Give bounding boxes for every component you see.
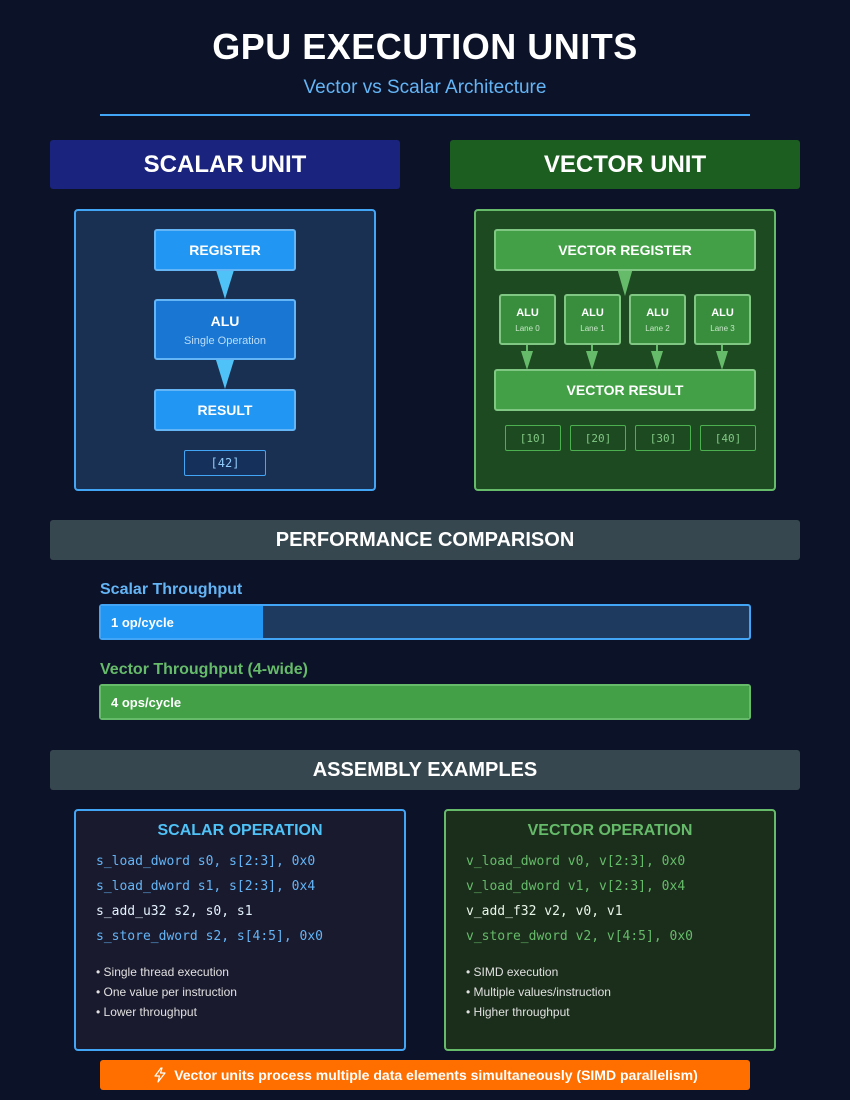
- vector-throughput-label: Vector Throughput (4-wide): [100, 661, 308, 678]
- code-line: v_add_f32 v2, v0, v1: [466, 904, 623, 919]
- page-subtitle: Vector vs Scalar Architecture: [303, 77, 547, 98]
- code-line: s_load_dword s1, s[2:3], 0x4: [96, 879, 316, 894]
- performance-section-header: PERFORMANCE COMPARISON: [50, 520, 800, 560]
- vector-result-label: VECTOR RESULT: [566, 382, 684, 398]
- lane-label: ALU: [516, 306, 539, 319]
- banner-text: Vector units process multiple data eleme…: [174, 1067, 698, 1083]
- vector-arrows: [521, 268, 728, 370]
- arrow-lane-0: [521, 351, 533, 370]
- alu-lane-2: ALU Lane 2: [629, 294, 686, 345]
- code-line: s_store_dword s2, s[4:5], 0x0: [96, 929, 323, 944]
- arrow-stem-lane-0: [526, 344, 528, 354]
- scalar-throughput-bar: 1 op/cycle: [99, 604, 751, 640]
- vector-value-3: [40]: [700, 425, 756, 451]
- scalar-value: [42]: [184, 450, 266, 476]
- lane-sublabel: Lane 2: [645, 323, 670, 333]
- code-line: v_load_dword v0, v[2:3], 0x0: [466, 854, 686, 869]
- vector-throughput-bar: 4 ops/cycle: [99, 684, 751, 720]
- vector-register-label: VECTOR REGISTER: [558, 242, 692, 258]
- arrow-stem-lane-1: [591, 344, 593, 354]
- assembly-section-header: ASSEMBLY EXAMPLES: [50, 750, 800, 790]
- bullet-item: • SIMD execution: [466, 965, 559, 979]
- vector-value-1: [20]: [570, 425, 626, 451]
- vector-register-box: VECTOR REGISTER: [494, 229, 756, 271]
- alu-lane-0: ALU Lane 0: [499, 294, 556, 345]
- scalar-throughput-fill: 1 op/cycle: [101, 606, 263, 638]
- lane-label: ALU: [581, 306, 604, 319]
- arrow-alu-to-result: [216, 360, 234, 389]
- alu-lane-1: ALU Lane 1: [564, 294, 621, 345]
- code-line: s_load_dword s0, s[2:3], 0x0: [96, 854, 316, 869]
- vector-value-0: [10]: [505, 425, 561, 451]
- vector-throughput-fill: 4 ops/cycle: [101, 686, 749, 718]
- scalar-code-title: SCALAR OPERATION: [157, 822, 323, 839]
- page-title: GPU EXECUTION UNITS: [212, 26, 638, 67]
- bullet-item: • Multiple values/instruction: [466, 985, 611, 999]
- scalar-unit-header: SCALAR UNIT: [50, 140, 400, 189]
- scalar-result-box: RESULT: [154, 389, 296, 431]
- arrow-lane-2: [651, 351, 663, 370]
- arrow-stem-lane-3: [721, 344, 723, 354]
- scalar-arrows: [216, 269, 234, 389]
- lane-sublabel: Lane 1: [580, 323, 605, 333]
- lane-label: ALU: [646, 306, 669, 319]
- code-line: v_load_dword v1, v[2:3], 0x4: [466, 879, 686, 894]
- code-line: v_store_dword v2, v[4:5], 0x0: [466, 929, 693, 944]
- vector-code-title: VECTOR OPERATION: [527, 822, 693, 839]
- vector-code-panel: VECTOR OPERATION v_load_dword v0, v[2:3]…: [444, 809, 776, 1051]
- arrow-stem-lane-2: [656, 344, 658, 354]
- scalar-code-panel: SCALAR OPERATION s_load_dword s0, s[2:3]…: [74, 809, 406, 1051]
- bullet-item: • Single thread execution: [96, 965, 229, 979]
- alu-lane-3: ALU Lane 3: [694, 294, 751, 345]
- scalar-result-label: RESULT: [197, 402, 253, 418]
- scalar-alu-sublabel: Single Operation: [184, 334, 266, 347]
- scalar-alu-label: ALU: [210, 312, 240, 329]
- simd-banner: Vector units process multiple data eleme…: [100, 1060, 750, 1090]
- bullet-item: • Lower throughput: [96, 1005, 197, 1019]
- bullet-item: • Higher throughput: [466, 1005, 570, 1019]
- scalar-register-box: REGISTER: [154, 229, 296, 271]
- lane-sublabel: Lane 0: [515, 323, 540, 333]
- lane-sublabel: Lane 3: [710, 323, 735, 333]
- vector-value-2: [30]: [635, 425, 691, 451]
- title-divider: [100, 114, 750, 116]
- arrow-lane-1: [586, 351, 598, 370]
- code-line: s_add_u32 s2, s0, s1: [96, 904, 253, 919]
- lane-label: ALU: [711, 306, 734, 319]
- scalar-alu-box: ALU Single Operation: [154, 299, 296, 360]
- bullet-item: • One value per instruction: [96, 985, 237, 999]
- scalar-throughput-value: 1 op/cycle: [111, 614, 174, 630]
- arrow-lane-3: [716, 351, 728, 370]
- vector-unit-header: VECTOR UNIT: [450, 140, 800, 189]
- arrow-register-to-lanes: [617, 268, 633, 296]
- lightning-icon: [154, 1067, 166, 1083]
- vector-throughput-value: 4 ops/cycle: [111, 694, 182, 710]
- arrow-register-to-alu: [216, 270, 234, 299]
- scalar-register-label: REGISTER: [189, 242, 261, 258]
- scalar-throughput-label: Scalar Throughput: [100, 581, 243, 598]
- vector-result-box: VECTOR RESULT: [494, 369, 756, 411]
